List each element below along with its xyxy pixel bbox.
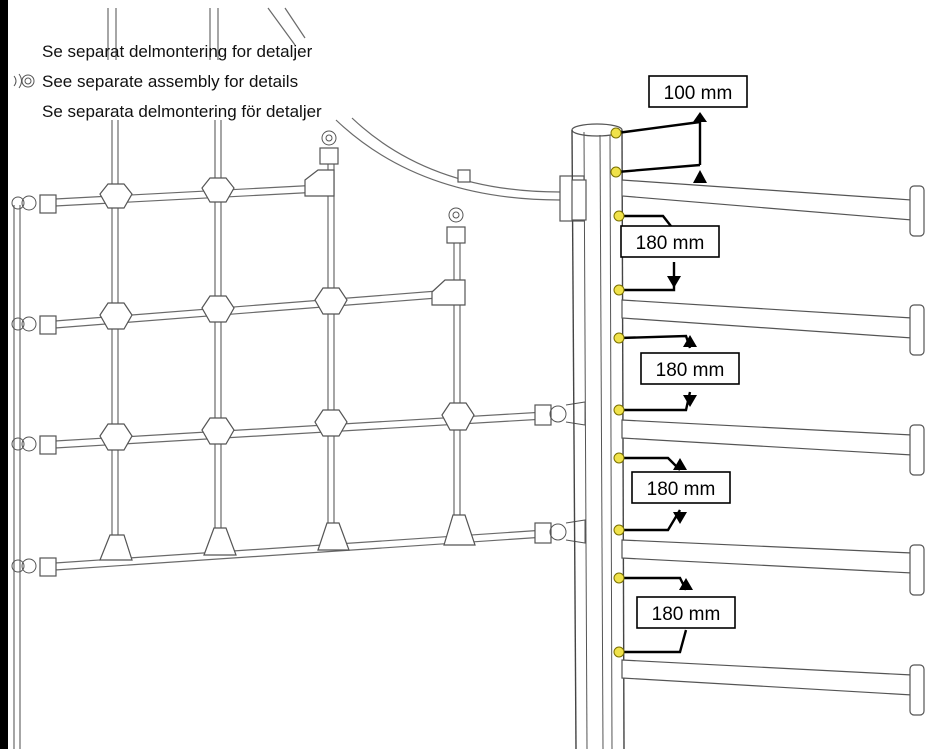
side-bar xyxy=(621,179,925,237)
top-clamps xyxy=(319,130,466,244)
dim-label-1: 180 mm xyxy=(620,225,720,258)
side-bar xyxy=(621,539,925,596)
dim-label-4: 180 mm xyxy=(636,596,736,629)
note-line-3: Se separata delmontering för detaljer xyxy=(42,102,322,121)
side-bar xyxy=(621,659,925,716)
note-line-2: See separate assembly for details xyxy=(42,72,298,91)
dim-text-4: 180 mm xyxy=(652,604,721,625)
dim-text-2: 180 mm xyxy=(656,360,725,381)
dim-text-3: 180 mm xyxy=(647,479,716,500)
dim-label-2: 180 mm xyxy=(640,352,740,385)
drawing-area xyxy=(8,0,928,749)
side-bar xyxy=(621,419,925,476)
dim-label-top: 100 mm xyxy=(648,75,748,108)
side-bars xyxy=(621,179,925,716)
dim-text-1: 180 mm xyxy=(636,233,705,254)
side-bar xyxy=(621,299,925,356)
note-line-1: Se separat delmontering for detaljer xyxy=(42,42,313,61)
left-fittings xyxy=(11,194,57,577)
main-post xyxy=(571,123,625,749)
rope-coil-icon xyxy=(13,73,35,89)
dim-text-top: 100 mm xyxy=(664,83,733,104)
net-junction-nodes xyxy=(99,169,476,561)
top-rope-stubs xyxy=(107,7,306,60)
dim-label-3: 180 mm xyxy=(631,471,731,504)
dimension-lines xyxy=(616,112,707,654)
attachment-dots xyxy=(610,127,625,658)
left-edge-ropes xyxy=(13,205,21,749)
